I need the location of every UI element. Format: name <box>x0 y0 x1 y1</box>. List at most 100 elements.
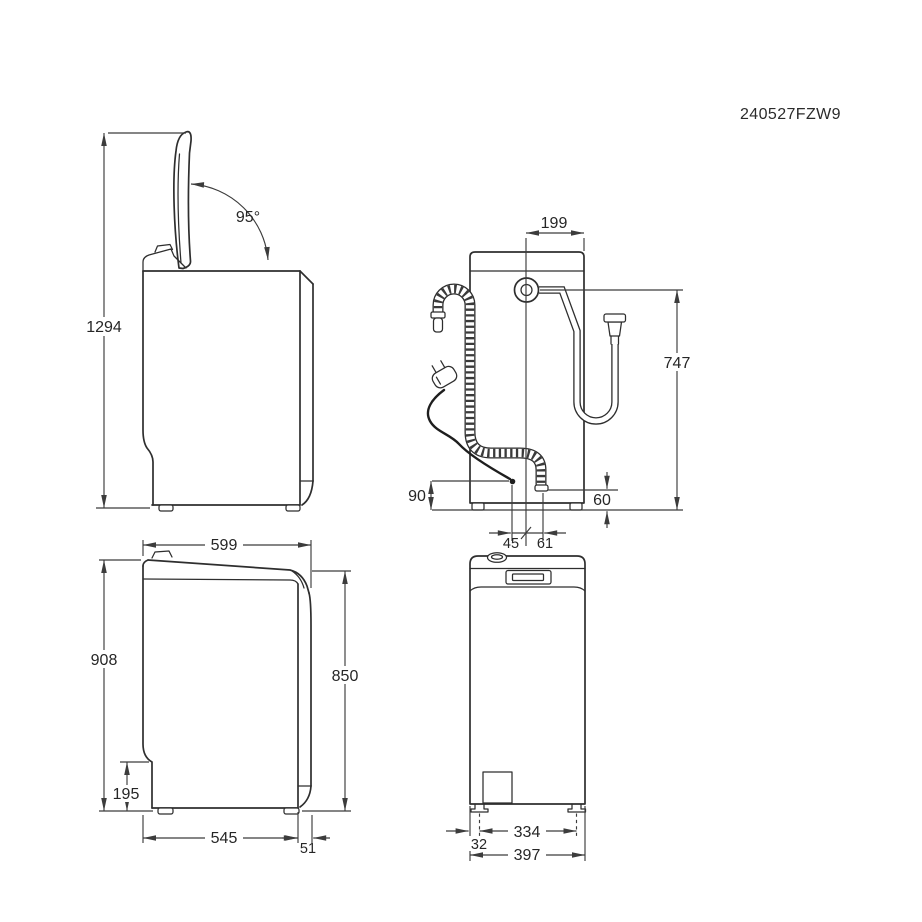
drawing-segment <box>657 353 696 371</box>
dim-label-plinth-height: 195 <box>113 786 140 803</box>
front-left-foot <box>470 803 489 813</box>
rear-body-outline <box>469 251 585 504</box>
rear-outer-edge <box>308 592 312 787</box>
machine-body-side-closed <box>142 550 312 815</box>
view-front: 334 32 397 <box>446 552 587 864</box>
dim-feet-spacing-334: 334 <box>478 813 578 841</box>
drain-hook-fitting-body <box>432 317 444 333</box>
dim-plinth-height-195: 195 <box>107 761 149 812</box>
dim-label-drain-offset: 61 <box>537 536 553 552</box>
dim-label-cord-offset: 45 <box>503 536 519 552</box>
drawing-segment <box>435 376 442 385</box>
dim-total-height-1294: 1294 <box>84 132 186 509</box>
front-top-corner <box>142 559 149 567</box>
cord-end-point <box>509 478 516 485</box>
dim-label-lid-angle: 95° <box>236 209 260 226</box>
drawing-segment <box>190 182 270 261</box>
lid-handle-inner <box>511 573 545 582</box>
power-cord <box>426 360 516 485</box>
drawing-segment <box>508 847 546 862</box>
body-top-line <box>142 578 299 585</box>
drain-hook-fitting-ring <box>430 311 446 319</box>
dim-label-base-depth: 545 <box>211 830 238 847</box>
drawing-segment <box>107 785 145 802</box>
dim-total-height-908: 908 <box>84 559 153 812</box>
dim-label-inlet-offset: 199 <box>541 215 568 232</box>
drawing-segment <box>610 335 620 345</box>
inlet-hose <box>539 286 627 425</box>
lid-rear-inner-curve <box>291 570 305 589</box>
front-right-foot <box>567 803 587 813</box>
drawing-segment <box>205 829 243 846</box>
machine-body-rear <box>469 251 585 511</box>
front-band-line-lower <box>469 586 586 592</box>
hinge-knob-inner <box>490 554 504 560</box>
machine-body-front <box>469 552 587 813</box>
filter-door <box>482 771 513 804</box>
drawing-segment <box>433 284 546 488</box>
drawing-segment <box>84 650 124 668</box>
dim-label-top-depth: 599 <box>211 537 238 554</box>
drawing-code: 240527FZW9 <box>740 106 841 123</box>
dim-inlet-offset-199: 199 <box>525 215 585 546</box>
dim-cord-height-90: 90 <box>408 480 509 511</box>
hinge-knob <box>486 552 508 563</box>
drawing-segment <box>508 824 546 839</box>
dim-total-width-397: 397 <box>469 806 586 864</box>
lid-latch <box>154 243 174 253</box>
front-body-outline <box>469 555 586 805</box>
dim-label-rear-offset: 51 <box>300 841 316 857</box>
dim-lid-angle-95: 95° <box>190 182 270 261</box>
drain-hose-end-cap <box>534 484 549 492</box>
open-lid <box>173 130 192 270</box>
front-foot <box>157 807 174 815</box>
drawing-segment <box>520 526 532 540</box>
dim-drain-height-60: 60 <box>548 472 618 528</box>
dim-label-total-height: 1294 <box>86 319 122 336</box>
view-side-closed: 599 908 850 195 545 <box>84 536 365 857</box>
dim-hose-height-747: 747 <box>432 289 696 511</box>
rear-foot <box>283 807 300 815</box>
dim-label-body-height: 850 <box>332 668 359 685</box>
lid-latch <box>151 550 173 559</box>
front-edge <box>142 565 153 809</box>
rear-right-foot <box>569 502 583 511</box>
dim-label-drain-height: 60 <box>593 492 611 509</box>
dim-base-depth-545: 545 <box>142 812 299 847</box>
open-lid-inner-line <box>177 153 182 264</box>
power-plug <box>431 360 458 389</box>
drawing-segment <box>84 317 124 336</box>
rear-foot <box>285 504 301 512</box>
drawing-segment <box>325 666 365 684</box>
top-rim <box>142 248 187 272</box>
drain-hose <box>430 283 549 492</box>
inlet-hose-connector <box>603 313 627 345</box>
dim-label-total-height-closed: 908 <box>91 652 118 669</box>
dim-label-hose-height: 747 <box>664 355 691 372</box>
dim-rear-offset-51: 51 <box>282 815 330 857</box>
front-foot <box>158 504 174 512</box>
body-front-edge <box>142 270 154 506</box>
machine-body-side-open <box>142 130 314 512</box>
dim-body-height-850: 850 <box>302 570 365 812</box>
cord-line <box>426 388 512 481</box>
view-rear: 199 747 90 60 45 6 <box>408 215 696 552</box>
connector-cap <box>603 313 627 323</box>
lid-top <box>147 559 310 594</box>
view-side-open: 1294 95° <box>84 130 314 512</box>
plug-body <box>431 365 458 389</box>
drawing-segment <box>469 836 490 851</box>
rear-left-foot <box>471 502 485 511</box>
dim-bottom-offsets-45-61: 45 61 <box>489 485 566 552</box>
dim-label-cord-height: 90 <box>408 488 426 505</box>
dim-top-depth-599: 599 <box>142 536 312 588</box>
dim-label-total-width: 397 <box>514 847 541 864</box>
rear-taper <box>299 785 312 808</box>
body-rear-taper <box>301 480 314 506</box>
drawing-segment <box>539 287 618 424</box>
connector-neck <box>607 321 623 337</box>
dim-label-foot-inset: 32 <box>471 837 487 853</box>
dim-foot-inset-32: 32 <box>446 806 490 861</box>
